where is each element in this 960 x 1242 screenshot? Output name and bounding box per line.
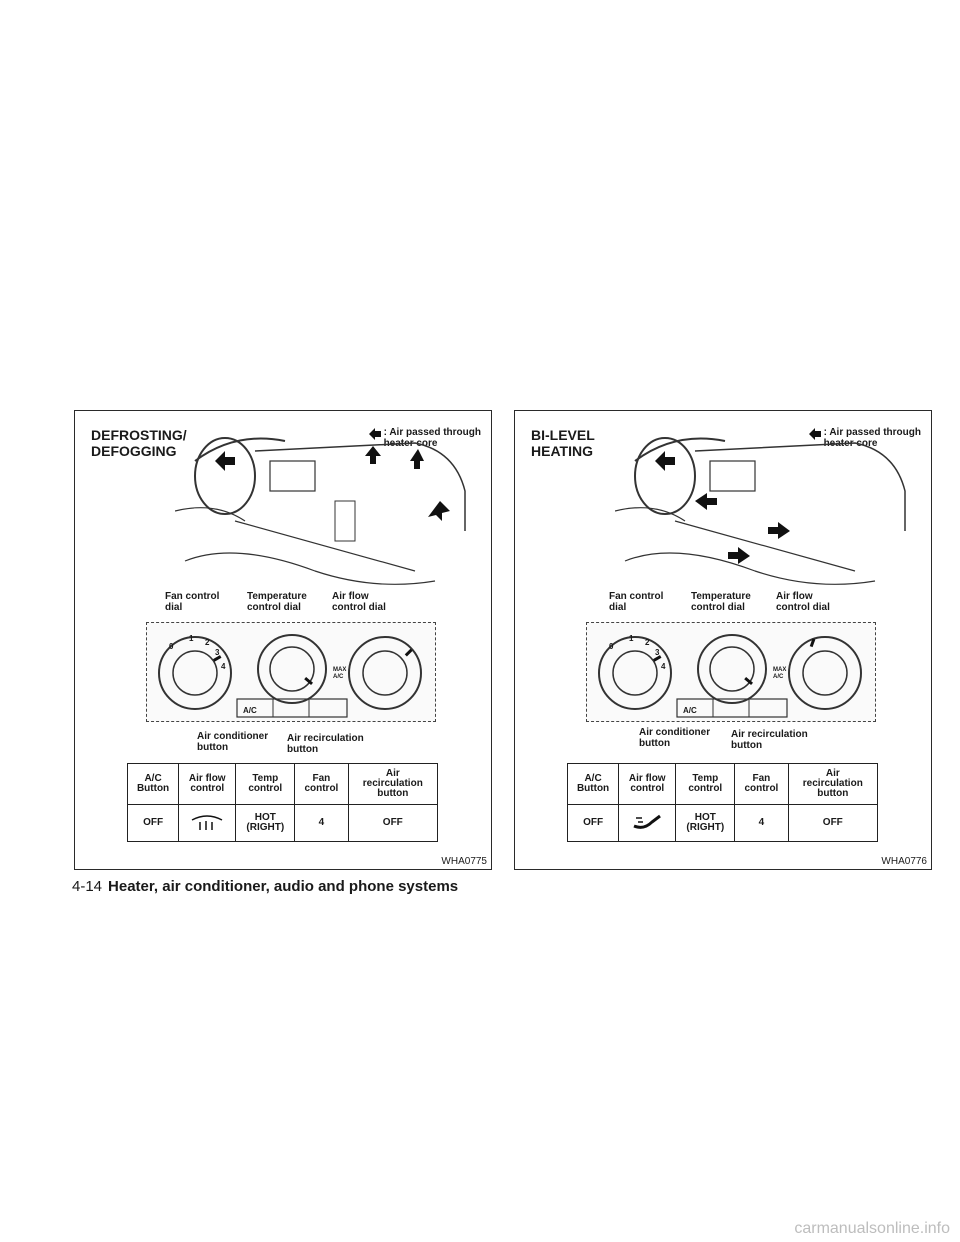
val-airflow: [178, 804, 237, 842]
arrow-legend-icon: [808, 428, 821, 440]
page-number: 4-14: [72, 878, 103, 895]
fan-control-label: Fan control dial: [609, 591, 664, 613]
col-airflow: Air flow control: [178, 763, 237, 805]
max-ac-mark: MAX A/C: [333, 667, 347, 680]
col-temp: Temp control: [235, 763, 296, 805]
col-recirc: Air recirculation button: [347, 763, 439, 805]
control-dials: [158, 634, 422, 718]
bi-level-icon: [633, 814, 662, 829]
airflow-control-label: Air flow control dial: [776, 591, 830, 613]
col-fan: Fan control: [734, 763, 789, 805]
val-ac: OFF: [566, 804, 620, 842]
dashboard-illustration: [175, 437, 466, 585]
dashboard-illustration: [615, 437, 906, 585]
temperature-control-label: Temperature control dial: [691, 591, 751, 613]
airflow-arrow-icon: [215, 451, 235, 471]
fan-mark-4: 4: [221, 662, 226, 671]
col-fan: Fan control: [294, 763, 349, 805]
watermark: carmanualsonline.info: [794, 1220, 950, 1237]
fan-mark-2: 2: [645, 638, 650, 647]
fan-mark-0: 0: [169, 642, 174, 651]
val-ac: OFF: [126, 804, 180, 842]
col-airflow: Air flow control: [618, 763, 677, 805]
figure-code: WHA0775: [441, 856, 487, 867]
fan-mark-4: 4: [661, 662, 666, 671]
val-temp: HOT (RIGHT): [675, 804, 736, 842]
val-fan: 4: [294, 804, 349, 842]
panel-title: DEFROSTING/ DEFOGGING: [91, 427, 187, 459]
panel-title: BI-LEVEL HEATING: [531, 427, 595, 459]
fan-control-label: Fan control dial: [165, 591, 220, 613]
fan-mark-3: 3: [655, 648, 660, 657]
col-temp: Temp control: [675, 763, 736, 805]
air-recirculation-label: Air recirculation button: [731, 729, 808, 751]
fan-mark-1: 1: [629, 634, 634, 643]
max-ac-mark: MAX A/C: [773, 667, 787, 680]
fan-mark-1: 1: [189, 634, 194, 643]
val-fan: 4: [734, 804, 789, 842]
page-footer: 4-14 Heater, air conditioner, audio and p…: [72, 878, 458, 895]
air-recirculation-label: Air recirculation button: [287, 733, 364, 755]
fan-mark-0: 0: [609, 642, 614, 651]
val-recirc: OFF: [787, 804, 879, 842]
air-conditioner-label: Air conditioner button: [197, 731, 269, 753]
control-panel: 0 1 2 3 4 A/C MAX A/C: [146, 622, 436, 722]
temperature-control-label: Temperature control dial: [247, 591, 307, 613]
control-panel: 0 1 2 3 4 A/C MAX A/C: [586, 622, 876, 722]
air-conditioner-label: Air conditioner button: [639, 727, 711, 749]
ac-button-mark: A/C: [243, 706, 257, 715]
control-dials: [598, 634, 862, 718]
col-recirc: Air recirculation button: [787, 763, 879, 805]
settings-table: A/C Button Air flow control Temp control…: [566, 763, 879, 842]
val-airflow: [618, 804, 677, 842]
bi-level-heating-panel: BI-LEVEL HEATING : Air passed through he…: [514, 410, 932, 870]
arrow-legend-icon: [368, 428, 381, 440]
ac-button-mark: A/C: [683, 706, 697, 715]
col-ac: A/C Button: [126, 763, 180, 805]
defrosting-panel: DEFROSTING/ DEFOGGING : Air passed throu…: [74, 410, 492, 870]
col-ac: A/C Button: [566, 763, 620, 805]
fan-mark-3: 3: [215, 648, 220, 657]
val-temp: HOT (RIGHT): [235, 804, 296, 842]
settings-table: A/C Button Air flow control Temp control…: [126, 763, 439, 842]
defrost-icon: [191, 814, 223, 830]
airflow-control-label: Air flow control dial: [332, 591, 386, 613]
section-title: Heater, air conditioner, audio and phone…: [108, 878, 459, 895]
fan-mark-2: 2: [205, 638, 210, 647]
val-recirc: OFF: [347, 804, 439, 842]
figure-code: WHA0776: [881, 856, 927, 867]
